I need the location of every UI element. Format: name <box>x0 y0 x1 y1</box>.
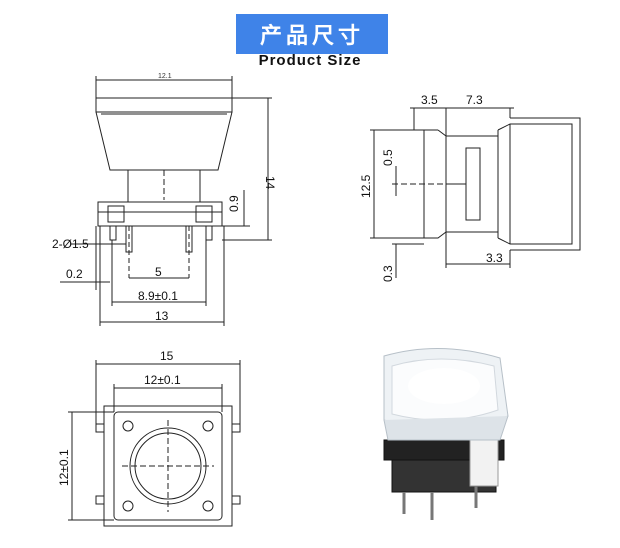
title-banner: 产品尺寸 <box>236 14 388 54</box>
dim-base-width: 13 <box>155 309 169 323</box>
dim-height: 14 <box>263 176 277 190</box>
front-view <box>60 76 272 326</box>
dim-pin-gap: 0.2 <box>66 267 83 281</box>
dim-pin-span: 8.9±0.1 <box>138 289 178 303</box>
dim-inner-height: 12±0.1 <box>57 449 71 486</box>
side-cap-outline <box>510 117 581 251</box>
product-photo <box>383 347 509 520</box>
top-view <box>68 360 241 527</box>
dim-top-left: 3.5 <box>421 93 438 107</box>
dim-pin-thickness: 0.5 <box>381 149 395 166</box>
dim-bottom-offset: 0.3 <box>381 265 395 282</box>
cap-body <box>95 111 233 171</box>
dim-total-height: 12.5 <box>359 174 373 198</box>
dim-cap-offset: 3.3 <box>486 251 503 265</box>
dim-top-right: 7.3 <box>466 93 483 107</box>
dim-pin-pitch: 5 <box>155 265 162 279</box>
side-view <box>370 107 581 278</box>
dim-cap-width: 12.1 <box>158 73 172 80</box>
dim-pin-hole: 2-Ø1.5 <box>52 237 89 251</box>
dim-inner-width: 12±0.1 <box>144 373 181 387</box>
dim-base-offset: 0.9 <box>227 195 241 212</box>
dim-outer-width: 15 <box>160 349 174 363</box>
cap-top-rim <box>95 97 233 113</box>
subtitle-en: Product Size <box>258 52 362 69</box>
title-cn: 产品尺寸 <box>259 24 364 49</box>
